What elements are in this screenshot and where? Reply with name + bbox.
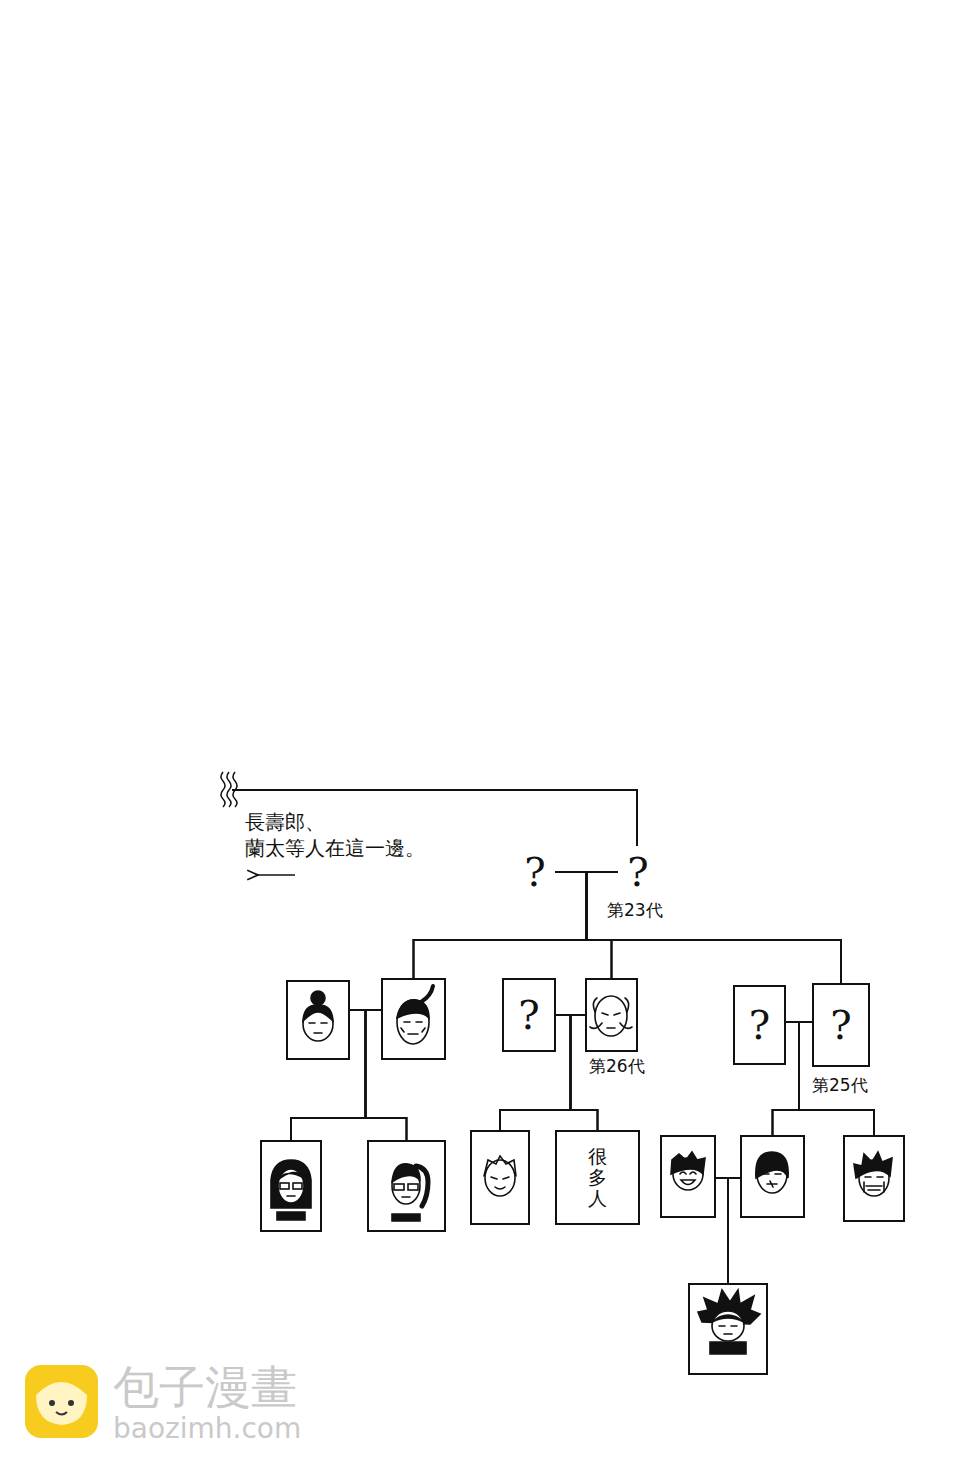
family-line <box>773 1022 813 1135</box>
family-line <box>414 872 587 978</box>
face-naoya <box>484 1156 516 1196</box>
unknown-box: ? <box>733 985 786 1065</box>
face-mai <box>271 1160 311 1220</box>
portrait-box <box>740 1135 805 1218</box>
question-mark: ? <box>518 995 539 1035</box>
portrait-box <box>286 980 350 1060</box>
family-line <box>291 1010 381 1140</box>
bracket-line <box>221 772 637 846</box>
face-megumi <box>698 1290 760 1354</box>
portrait-box <box>470 1130 530 1225</box>
portrait-box <box>843 1135 905 1222</box>
watermark-text: 包子漫畫 <box>113 1362 297 1413</box>
family-line <box>728 1178 740 1283</box>
family-line <box>291 1010 366 1140</box>
family-line <box>555 872 612 978</box>
watermark-logo <box>25 1365 98 1438</box>
family-line <box>366 1010 407 1140</box>
question-mark: ? <box>749 1005 770 1045</box>
generation-label: 第25代 <box>810 1075 870 1095</box>
left-arrow <box>258 874 295 876</box>
question-mark: ? <box>830 1005 851 1045</box>
family-line <box>587 872 842 983</box>
face-smiling <box>671 1152 705 1190</box>
generation-label: 第26代 <box>587 1056 647 1076</box>
watermark-url: baozimh.com <box>113 1414 301 1445</box>
portrait-box <box>260 1140 322 1232</box>
unknown-ancestor: ? <box>515 846 555 898</box>
text-box: 很多人 <box>555 1130 640 1225</box>
question-mark: ? <box>627 852 648 892</box>
face-naobito <box>590 996 632 1036</box>
note-text: 長壽郎、 蘭太等人在這一邊。 <box>245 809 437 861</box>
family-line <box>786 1022 874 1135</box>
face-jinichi <box>854 1152 892 1196</box>
portrait-box <box>367 1140 446 1232</box>
generation-label: 第23代 <box>605 900 665 920</box>
face-elder <box>397 986 433 1044</box>
face-maki <box>392 1164 428 1221</box>
portrait-box <box>660 1135 716 1218</box>
face-woman-bun <box>303 991 333 1041</box>
portrait-box <box>688 1283 768 1375</box>
family-line <box>500 1015 585 1130</box>
family-line <box>587 872 619 978</box>
portrait-box: 第26代 <box>585 978 638 1052</box>
portrait-box <box>381 978 446 1060</box>
face-toji <box>756 1152 788 1193</box>
unknown-ancestor: ?第23代 <box>618 846 658 898</box>
unknown-box: ? <box>502 978 556 1052</box>
family-line <box>555 872 841 983</box>
question-mark: ? <box>524 852 545 892</box>
family-line <box>716 1178 728 1283</box>
faces <box>271 986 892 1354</box>
unknown-box: ?第25代 <box>812 983 870 1067</box>
box-text: 很多人 <box>588 1146 607 1209</box>
family-line <box>350 1010 407 1140</box>
